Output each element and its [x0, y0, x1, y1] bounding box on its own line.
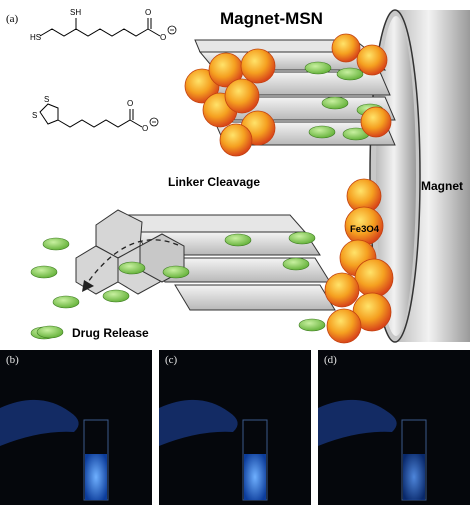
vial-fluorescence: [85, 454, 107, 500]
svg-text:O: O: [127, 99, 133, 108]
svg-text:O: O: [160, 33, 166, 42]
svg-text:S: S: [44, 95, 49, 104]
photo-label-b: (b): [6, 354, 19, 366]
svg-text:HS: HS: [30, 33, 41, 42]
photo-b: (b): [0, 350, 152, 505]
panel-label-a: (a): [6, 13, 19, 25]
vial-photo-c: [159, 350, 311, 505]
finger-shape: [159, 400, 238, 446]
svg-text:S: S: [32, 111, 37, 120]
dithiol-molecule: HS SH O O: [30, 8, 176, 42]
photo-c: (c): [159, 350, 311, 505]
svg-text:SH: SH: [70, 8, 81, 17]
photo-d: (d): [318, 350, 470, 505]
fe3o4-label: Fe3O4: [350, 224, 380, 235]
drug-release-label: Drug Release: [72, 326, 149, 340]
finger-shape: [0, 400, 79, 446]
title-magnet-msn: Magnet-MSN: [220, 9, 323, 28]
photo-label-c: (c): [165, 354, 177, 366]
photo-label-d: (d): [324, 354, 337, 366]
svg-text:O: O: [142, 124, 148, 133]
drug-legend-icon: [37, 326, 63, 338]
linker-cleavage-label: Linker Cleavage: [168, 175, 260, 189]
vial-photo-b: [0, 350, 152, 505]
magnet-msn-diagram: (a) HS SH O O S S O O Magnet-MSN Magnet: [0, 0, 470, 350]
magnet-label: Magnet: [421, 179, 463, 193]
vial-fluorescence: [244, 454, 266, 500]
vial-photo-d: [318, 350, 470, 505]
dithiolane-molecule: S S O O: [32, 95, 158, 133]
finger-shape: [318, 400, 397, 446]
vial-fluorescence: [403, 454, 425, 500]
svg-text:O: O: [145, 8, 151, 17]
